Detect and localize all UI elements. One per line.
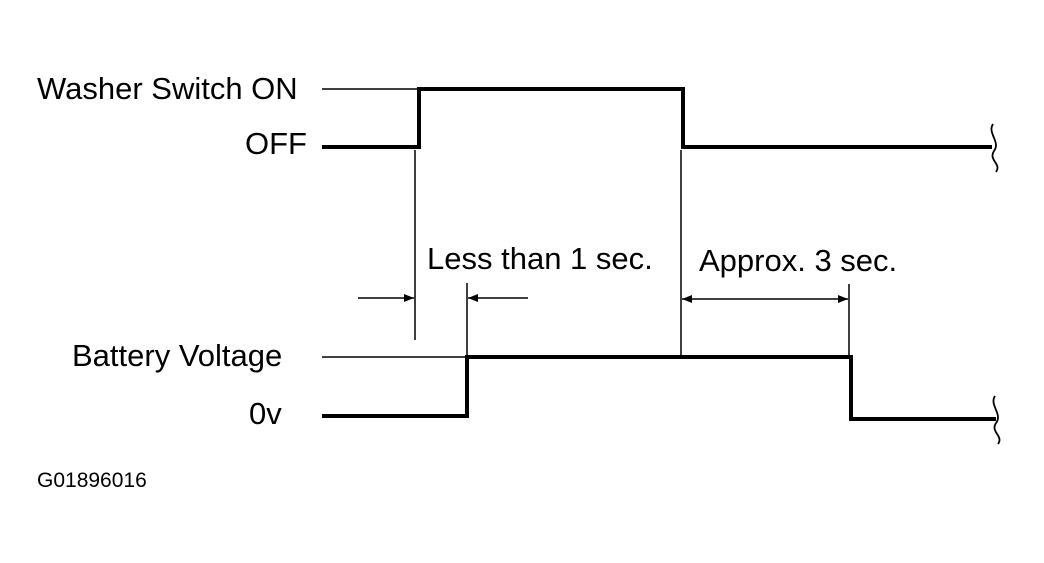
washer-on-label: Washer Switch ON <box>37 71 298 106</box>
washer-break-mark <box>990 123 999 173</box>
delay-off-label: Approx. 3 sec. <box>699 243 898 278</box>
battery-voltage-label: Battery Voltage <box>72 338 283 373</box>
washer-off-label: OFF <box>245 126 307 161</box>
delay-on-label: Less than 1 sec. <box>427 241 653 276</box>
figure-code: G01896016 <box>37 469 147 492</box>
output-break-mark <box>992 395 1001 445</box>
output-voltage-waveform <box>322 355 996 421</box>
zero-volt-label: 0v <box>249 396 282 431</box>
washer-switch-waveform <box>322 87 992 149</box>
